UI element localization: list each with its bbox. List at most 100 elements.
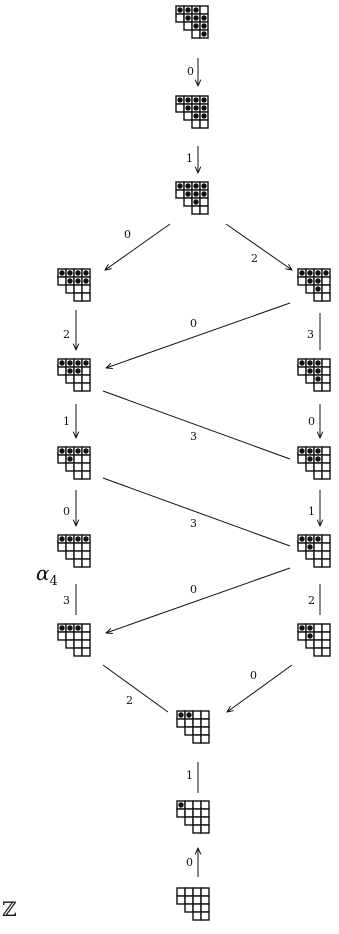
tableau-cell xyxy=(313,462,323,472)
tableau-dot xyxy=(201,97,207,103)
tableau-t9 xyxy=(297,446,331,480)
tableau-cell xyxy=(313,382,323,392)
tableau-t8 xyxy=(57,446,91,480)
edge-label-t5-t6: 0 xyxy=(190,317,197,330)
tableau-t14 xyxy=(176,710,210,744)
tableau-cell xyxy=(192,726,202,736)
tableau-cell xyxy=(65,462,75,472)
tableau-cell xyxy=(313,631,323,641)
tableau-cell xyxy=(321,631,331,641)
tableau-cell xyxy=(81,462,91,472)
tableau-cell xyxy=(192,816,202,826)
tableau-dot xyxy=(193,191,199,197)
tableau-dot xyxy=(59,270,65,276)
tableau-cell xyxy=(73,462,83,472)
edge-label-t1-t2: 0 xyxy=(187,65,194,78)
tableau-cell xyxy=(81,631,91,641)
integers-symbol-label: ℤ xyxy=(2,897,17,921)
tableau-cell xyxy=(73,542,83,552)
edge-t3-t5 xyxy=(225,223,292,270)
edge-label-t12-t14: 2 xyxy=(126,694,133,707)
tableau-cell xyxy=(192,800,202,810)
tableau-cell xyxy=(183,197,193,207)
tableau-dot xyxy=(75,270,81,276)
tableau-cell xyxy=(313,470,323,480)
tableau-cell xyxy=(191,29,201,39)
tableau-dot xyxy=(178,802,184,808)
tableau-cell xyxy=(81,558,91,568)
tableau-dot xyxy=(67,270,73,276)
tableau-cell xyxy=(321,623,331,633)
tableau-cell xyxy=(81,284,91,294)
tableau-cell xyxy=(175,13,185,23)
tableau-cell xyxy=(192,710,202,720)
tableau-dot xyxy=(193,183,199,189)
tableau-cell xyxy=(57,542,67,552)
edge-label-t11-t13: 2 xyxy=(308,594,315,607)
tableau-dot xyxy=(315,360,321,366)
tableau-dot xyxy=(315,448,321,454)
tableau-dot xyxy=(315,270,321,276)
tableau-cell xyxy=(175,103,185,113)
tableau-cell xyxy=(184,808,194,818)
tableau-dot xyxy=(178,712,184,718)
tableau-dot xyxy=(307,360,313,366)
tableau-dot xyxy=(299,360,305,366)
edge-label-t4-t6: 2 xyxy=(63,328,70,341)
tableau-dot xyxy=(67,368,73,374)
tableau-dot xyxy=(193,105,199,111)
tableau-cell xyxy=(192,911,202,921)
tableau-cell xyxy=(321,454,331,464)
tableau-cell xyxy=(297,542,307,552)
tableau-cell xyxy=(73,374,83,384)
tableau-cell xyxy=(73,284,83,294)
tableau-cell xyxy=(321,292,331,302)
tableau-cell xyxy=(321,558,331,568)
tableau-cell xyxy=(176,895,186,905)
edge-label-t16-t15: 0 xyxy=(186,856,193,869)
tableau-cell xyxy=(321,446,331,456)
tableau-cell xyxy=(199,5,209,15)
tableau-cell xyxy=(200,911,210,921)
edge-t5-t6 xyxy=(106,302,291,368)
tableau-dot xyxy=(59,536,65,542)
edge-t8-t11 xyxy=(102,477,291,547)
tableau-cell xyxy=(321,276,331,286)
tableau-dot xyxy=(201,183,207,189)
tableau-cell xyxy=(65,284,75,294)
tableau-cell xyxy=(321,462,331,472)
tableau-cell xyxy=(200,718,210,728)
tableau-cell xyxy=(305,462,315,472)
edge-label-t14-t15: 1 xyxy=(186,769,193,782)
tableau-cell xyxy=(313,292,323,302)
tableau-dot xyxy=(299,625,305,631)
tableau-cell xyxy=(184,816,194,826)
tableau-dot xyxy=(315,536,321,542)
tableau-cell xyxy=(313,639,323,649)
tableau-cell xyxy=(199,119,209,129)
tableau-cell xyxy=(321,550,331,560)
tableau-t13 xyxy=(297,623,331,657)
tableau-t6 xyxy=(57,358,91,392)
tableau-dot xyxy=(67,448,73,454)
tableau-cell xyxy=(183,21,193,31)
tableau-dot xyxy=(193,113,199,119)
alpha-4-label: α4 xyxy=(36,561,58,589)
tableau-cell xyxy=(81,292,91,302)
tableau-cell xyxy=(73,470,83,480)
tableau-cell xyxy=(81,382,91,392)
tableau-cell xyxy=(200,824,210,834)
tableau-cell xyxy=(321,358,331,368)
tableau-cell xyxy=(73,558,83,568)
tableau-cell xyxy=(192,718,202,728)
tableau-cell xyxy=(297,454,307,464)
tableau-cell xyxy=(321,534,331,544)
tableau-t3 xyxy=(175,181,209,215)
edge-label-t7-t9: 0 xyxy=(308,415,315,428)
tableau-cell xyxy=(81,454,91,464)
tableau-dot xyxy=(185,191,191,197)
tableau-cell xyxy=(321,382,331,392)
tableau-cell xyxy=(176,887,186,897)
tableau-cell xyxy=(313,558,323,568)
tableau-cell xyxy=(184,895,194,905)
